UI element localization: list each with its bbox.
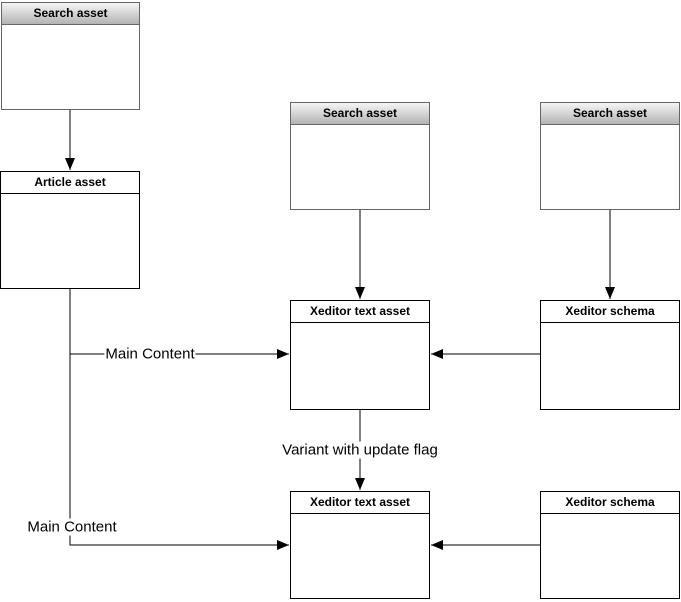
node-xeditor-text-asset-1-title: Xeditor text asset <box>291 301 429 323</box>
node-xeditor-schema-1[interactable]: Xeditor schema <box>540 300 680 410</box>
node-search-asset-1-body <box>2 25 139 109</box>
edge-label-main-content-bottom[interactable]: Main Content <box>26 518 118 536</box>
node-xeditor-schema-1-title: Xeditor schema <box>541 301 679 323</box>
edge-article-to-textasset2 <box>69 289 289 550</box>
node-article-asset-title: Article asset <box>1 172 139 194</box>
node-search-asset-2[interactable]: Search asset <box>290 102 430 210</box>
node-search-asset-3-body <box>541 125 679 209</box>
edge-label-variant-with-update-flag[interactable]: Variant with update flag <box>281 441 439 459</box>
node-search-asset-1[interactable]: Search asset <box>1 2 140 110</box>
node-xeditor-schema-1-body <box>541 323 679 409</box>
node-xeditor-text-asset-2[interactable]: Xeditor text asset <box>290 491 430 599</box>
node-search-asset-3[interactable]: Search asset <box>540 102 680 210</box>
node-xeditor-schema-2-body <box>541 514 679 598</box>
node-xeditor-schema-2[interactable]: Xeditor schema <box>540 491 680 599</box>
node-xeditor-text-asset-2-title: Xeditor text asset <box>291 492 429 514</box>
node-search-asset-2-title: Search asset <box>291 103 429 125</box>
node-search-asset-3-title: Search asset <box>541 103 679 125</box>
node-article-asset[interactable]: Article asset <box>0 171 140 289</box>
node-xeditor-text-asset-1-body <box>291 323 429 409</box>
node-xeditor-text-asset-2-body <box>291 514 429 598</box>
node-article-asset-body <box>1 194 139 288</box>
node-xeditor-text-asset-1[interactable]: Xeditor text asset <box>290 300 430 410</box>
node-xeditor-schema-2-title: Xeditor schema <box>541 492 679 514</box>
edge-label-main-content-top[interactable]: Main Content <box>104 345 196 363</box>
node-search-asset-1-title: Search asset <box>2 3 139 25</box>
node-search-asset-2-body <box>291 125 429 209</box>
